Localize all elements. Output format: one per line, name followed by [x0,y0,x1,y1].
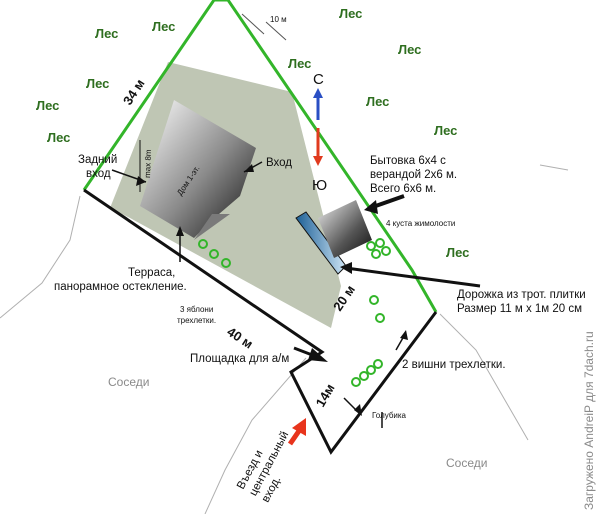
dimension-40m: 40 м [224,324,255,352]
path-label: Размер 11 м х 1м 20 см [457,303,582,315]
forest-label: Лес [434,123,457,138]
path-label: Дорожка из трот. плитки [457,289,586,301]
forest-label: Лес [339,6,362,21]
shed [318,200,372,258]
blueberry-bushes [351,359,383,387]
entry-arrow-icon [287,418,306,446]
forest-label: Лес [36,98,59,113]
cherries-label: 2 вишни трехлетки. [402,359,506,371]
terrace-label: панорамное остекление. [54,281,187,293]
shed-label: Всего 6х6 м. [370,183,436,195]
house [140,100,256,240]
entrance-label: Вход [266,157,292,169]
compass-south-label: Ю [312,177,327,194]
forest-label: Лес [446,245,469,260]
cherry-trees [369,295,385,323]
blueberry-label: Голубика [372,411,407,420]
apple-trees [198,239,231,268]
forest-label: Лес [288,56,311,71]
forest-label: Лес [47,130,70,145]
forest-label: Лес [398,42,421,57]
back-entrance-label: Задний [78,154,117,166]
watermark: Загружено AndreiP для 7dach.ru [582,331,596,510]
neighbors-label: Соседи [108,375,149,389]
terrace-label: Терраса, [128,267,175,279]
forest-fence [82,0,438,313]
dimension-14m: 14м [313,381,338,409]
forest-labels: Лес Лес Лес Лес Лес Лес Лес Лес Лес Лес … [36,6,469,260]
compass-north-label: С [313,71,324,88]
honeysuckle-bushes [366,238,391,259]
compass-icon [313,88,323,166]
shed-label: Бытовка 6х4 с [370,155,446,167]
forest-label: Лес [366,94,389,109]
neighbors-label: Соседи [446,456,487,470]
forest-label: Лес [86,76,109,91]
apples-label: 3 яблони [180,305,213,314]
back-entrance-label: вход [86,168,111,180]
forest-label: Лес [95,26,118,41]
apples-label: трехлетки. [177,316,216,325]
plot-boundary [83,188,438,455]
shed-label: верандой 2х6 м. [370,169,457,181]
forest-label: Лес [152,19,175,34]
neighbor-lines [0,164,569,514]
pointer-arrows [111,161,481,428]
honeysuckle-label: 4 куста жимолости [386,219,455,228]
scale-10m [241,13,287,41]
parking-label: Площадка для а/м [190,353,289,365]
house-width-label: max 8m [143,149,153,178]
dimension-10m: 10 м [270,15,287,24]
